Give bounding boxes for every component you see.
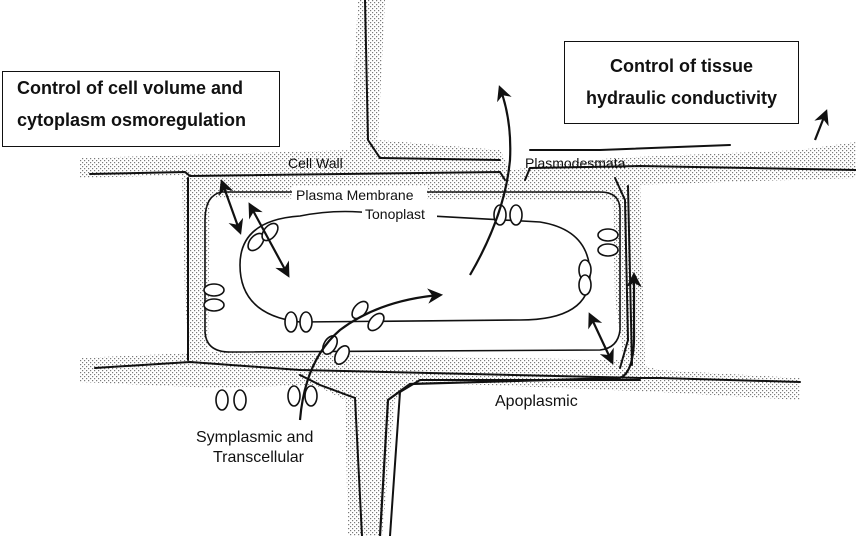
- top-wall-line-right: [524, 164, 856, 181]
- label-bg: [292, 186, 427, 204]
- callout-text: Control of cell volume and: [17, 78, 244, 98]
- aquaporin: [321, 335, 339, 355]
- cell-volume-callout: Control of cell volume and cytoplasm osm…: [2, 71, 280, 147]
- aquaporin: [233, 389, 247, 411]
- double-arrow-apoplast: [588, 312, 614, 365]
- label-symplasmic: Symplasmic and: [196, 429, 313, 446]
- tonoplast: [239, 210, 591, 323]
- label-bg: [492, 390, 604, 410]
- upper-stem-right: [529, 144, 731, 151]
- bottom-wall-line: [94, 360, 801, 383]
- aquaporin: [367, 312, 385, 332]
- label-plasma-membrane: Plasma Membrane: [296, 187, 414, 203]
- double-arrow-volume: [218, 179, 244, 235]
- callout-text: hydraulic conductivity: [585, 88, 778, 108]
- aquaporin: [597, 243, 619, 257]
- aquaporin: [333, 345, 351, 365]
- arrow-apoplasmic-up: [378, 271, 642, 537]
- label-tonoplast: Tonoplast: [365, 206, 425, 222]
- top-wall-line: [89, 170, 506, 181]
- aquaporin: [215, 389, 229, 411]
- callout-text: Control of tissue: [610, 56, 753, 76]
- bottom-wall-band: [80, 352, 800, 536]
- callout-text: cytoplasm osmoregulation: [17, 110, 247, 130]
- label-cell-wall: Cell Wall: [288, 155, 343, 171]
- hydraulic-conductivity-callout: Control of tissue hydraulic conductivity: [564, 41, 799, 124]
- upper-stem-left: [364, 0, 501, 161]
- flow-arrows: [218, 85, 829, 537]
- label-plasmodesmata: Plasmodesmata: [525, 155, 626, 171]
- aquaporin: [203, 298, 225, 312]
- aquaporin: [509, 204, 523, 226]
- lower-stem-left: [299, 374, 363, 537]
- arrow-transcellular: [298, 288, 444, 421]
- aquaporin: [304, 385, 318, 407]
- arrow-plasmodesmata-up: [469, 85, 512, 276]
- aquaporin: [287, 385, 301, 407]
- double-arrow-vacuole: [248, 202, 290, 278]
- label-transcellular: Transcellular: [213, 449, 305, 466]
- aquaporin: [284, 311, 298, 333]
- label-bg: [362, 206, 437, 222]
- aquaporin: [299, 311, 313, 333]
- aquaporin: [203, 283, 225, 297]
- aquaporin: [578, 274, 592, 296]
- arrow-top-right: [813, 109, 829, 141]
- right-wall-top-line: [614, 177, 630, 369]
- label-apoplasmic: Apoplasmic: [495, 393, 578, 410]
- aquaporin: [597, 228, 619, 242]
